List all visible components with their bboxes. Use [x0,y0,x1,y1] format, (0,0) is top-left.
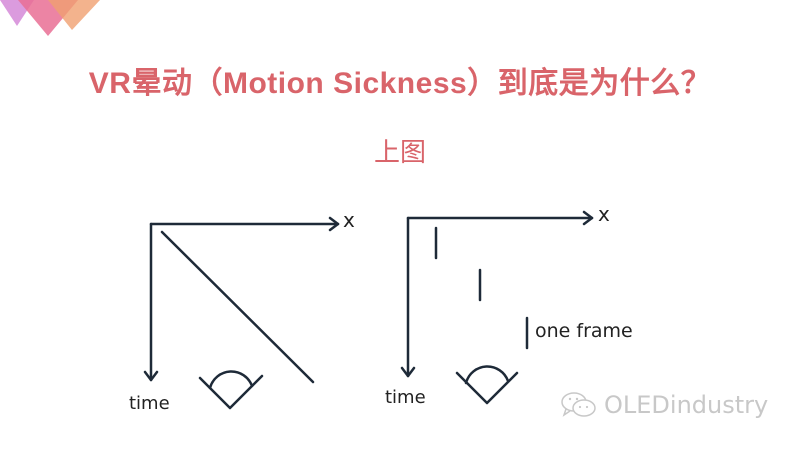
slide-subtitle: 上图 [373,138,426,168]
watermark-text: OLEDindustry [604,391,769,419]
watermark: OLEDindustry [560,390,768,420]
wechat-icon [561,392,596,417]
one-frame-annotation: one frame [535,320,633,342]
x-axis-label-right: x [598,202,610,226]
time-axis-label-left: time [129,393,170,414]
slide-title: VR晕动（Motion Sickness）到底是为什么？ [88,67,712,100]
x-axis-label-left: x [343,208,355,232]
time-axis-label-right: time [385,387,426,408]
corner-triangles-decoration [0,0,100,36]
